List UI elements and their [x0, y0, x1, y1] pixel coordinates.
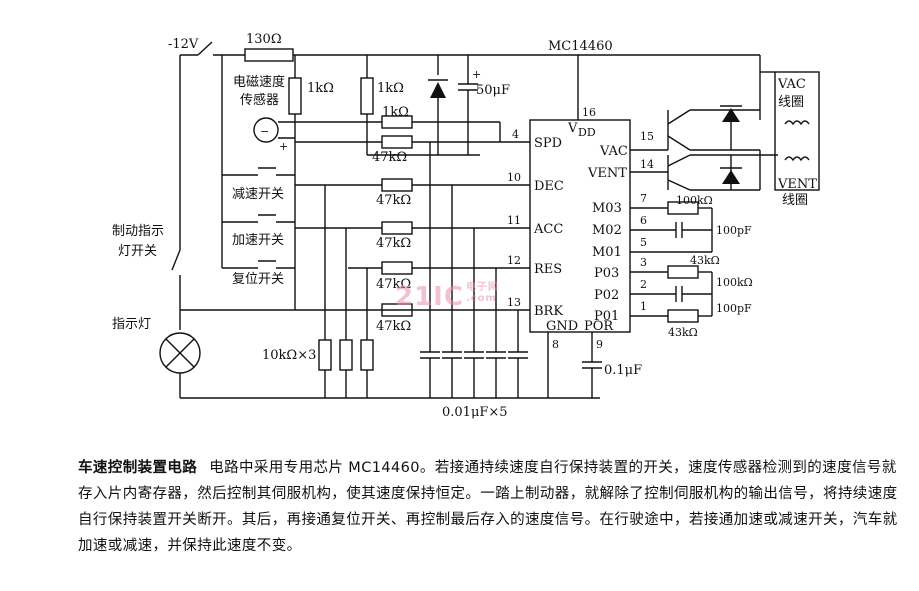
resistor-10k-b	[339, 339, 353, 371]
zener-diode	[430, 82, 446, 98]
resistor-130	[244, 48, 294, 62]
pin-dec: DEC	[534, 179, 564, 194]
vdd-label: V	[567, 121, 578, 136]
pin-6: 6	[640, 214, 647, 227]
pin-res: RES	[534, 262, 562, 277]
pin-15: 15	[640, 130, 654, 143]
c100p-b-label: 100pF	[716, 302, 752, 315]
r47k-label-1: 47kΩ	[372, 150, 407, 165]
chip-name-label: MC14460	[548, 39, 613, 54]
pin-9: 9	[596, 338, 603, 351]
reset-switch-label: 复位开关	[232, 272, 284, 287]
caption-title: 车速控制装置电路	[78, 460, 198, 476]
r3-label: 1kΩ	[382, 105, 409, 120]
decel-switch-label: 减速开关	[232, 187, 284, 202]
pin-m01: M01	[592, 245, 622, 260]
vent-coil	[784, 156, 810, 162]
pin-10: 10	[507, 171, 521, 184]
resistor-1k-a	[288, 77, 302, 115]
caption-body: 电路中采用专用芯片 MC14460。若接通持续速度自行保持装置的开关，速度传感器…	[78, 460, 898, 554]
c001-label: 0.01μF×5	[442, 405, 508, 420]
pin-3: 3	[640, 256, 647, 269]
pin-vac: VAC	[599, 144, 628, 159]
watermark-site-1: 电子网	[465, 282, 499, 293]
accel-switch-label: 加速开关	[232, 233, 284, 248]
speed-sensor	[253, 117, 279, 143]
c01-label: 0.1μF	[604, 363, 642, 378]
resistor-10k-c	[360, 339, 374, 371]
pin-5: 5	[640, 236, 647, 249]
pin-spd: SPD	[534, 136, 562, 151]
r1-label: 1kΩ	[307, 81, 334, 96]
sensor-plus: +	[279, 140, 288, 153]
watermark-site-2: .com	[465, 293, 497, 304]
pin-7: 7	[640, 192, 647, 205]
caps-0-01uf	[420, 142, 528, 398]
vdd-sub: DD	[578, 126, 596, 139]
resistor-47k-brk	[381, 303, 413, 317]
brake-switch-label-1: 制动指示	[112, 224, 164, 239]
r47k-label-2: 47kΩ	[376, 193, 411, 208]
resistor-47k-dec	[381, 178, 413, 192]
pin-12: 12	[507, 254, 521, 267]
pin-8: 8	[552, 338, 559, 351]
brake-switch-label-2: 灯开关	[118, 244, 157, 259]
main-switch	[197, 41, 213, 56]
pin-acc: ACC	[533, 222, 563, 237]
coil-box	[774, 71, 820, 191]
r100k-a-label: 100kΩ	[676, 194, 713, 207]
r-series-label: 130Ω	[246, 32, 282, 47]
vac-coil-label-2: 线圈	[778, 95, 804, 110]
mc14460-chip	[529, 119, 631, 333]
pin-14: 14	[640, 158, 654, 171]
cap-50uf-label: 50μF	[476, 83, 510, 98]
c100p-a-label: 100pF	[716, 224, 752, 237]
pin-1: 1	[640, 300, 647, 313]
pin-11: 11	[507, 214, 521, 227]
figure-caption: 车速控制装置电路电路中采用专用芯片 MC14460。若接通持续速度自行保持装置的…	[78, 455, 906, 559]
r2-label: 1kΩ	[377, 81, 404, 96]
r100k-b-label: 100kΩ	[716, 276, 753, 289]
r47k-label-3: 47kΩ	[376, 236, 411, 251]
pin-m03: M03	[592, 201, 622, 216]
resistor-47k-acc	[381, 221, 413, 235]
supply-label: -12V	[168, 37, 199, 52]
pin-16: 16	[582, 106, 596, 119]
vent-coil-label-2: 线圈	[782, 193, 808, 208]
resistor-47k-spd	[381, 135, 413, 149]
pin-13: 13	[507, 296, 521, 309]
pin-vent: VENT	[587, 166, 627, 181]
resistor-43k-p	[667, 309, 699, 323]
r47k-label-5: 47kΩ	[376, 319, 411, 334]
watermark-text: 21IC	[395, 282, 464, 312]
pin-brk: BRK	[534, 304, 563, 319]
r43k-b-label: 43kΩ	[668, 326, 698, 339]
pin-p01: P01	[594, 309, 619, 324]
resistor-47k-res	[381, 261, 413, 275]
pin-p03: P03	[594, 266, 619, 281]
pin-2: 2	[640, 278, 647, 291]
r47k-label-4: 47kΩ	[376, 277, 411, 292]
pin-4: 4	[512, 128, 519, 141]
resistor-10k-a	[318, 339, 332, 371]
lamp-label: 指示灯	[112, 317, 151, 332]
r43k-a-label: 43kΩ	[690, 254, 720, 267]
vac-coil-label-1: VAC	[777, 77, 806, 92]
pin-p02: P02	[594, 288, 619, 303]
circuit-schematic: -12V 130Ω MC14460 制动指示 灯开关 指示灯 电磁速度 传感器 …	[112, 32, 820, 420]
sensor-minus: −	[260, 125, 269, 138]
pin-gnd: GND	[546, 319, 578, 334]
r10k-label: 10kΩ×3	[262, 348, 316, 363]
resistor-1k-b	[360, 77, 374, 115]
vac-coil	[784, 120, 810, 126]
sensor-label-2: 传感器	[240, 92, 279, 108]
cap-plus: +	[472, 68, 481, 81]
brake-light-switch	[171, 249, 181, 271]
resistor-100k-p	[667, 265, 699, 279]
pin-por: POR	[584, 319, 614, 334]
sensor-label-1: 电磁速度	[233, 74, 285, 90]
vent-coil-label-1: VENT	[777, 177, 817, 192]
pin-m02: M02	[592, 223, 622, 238]
